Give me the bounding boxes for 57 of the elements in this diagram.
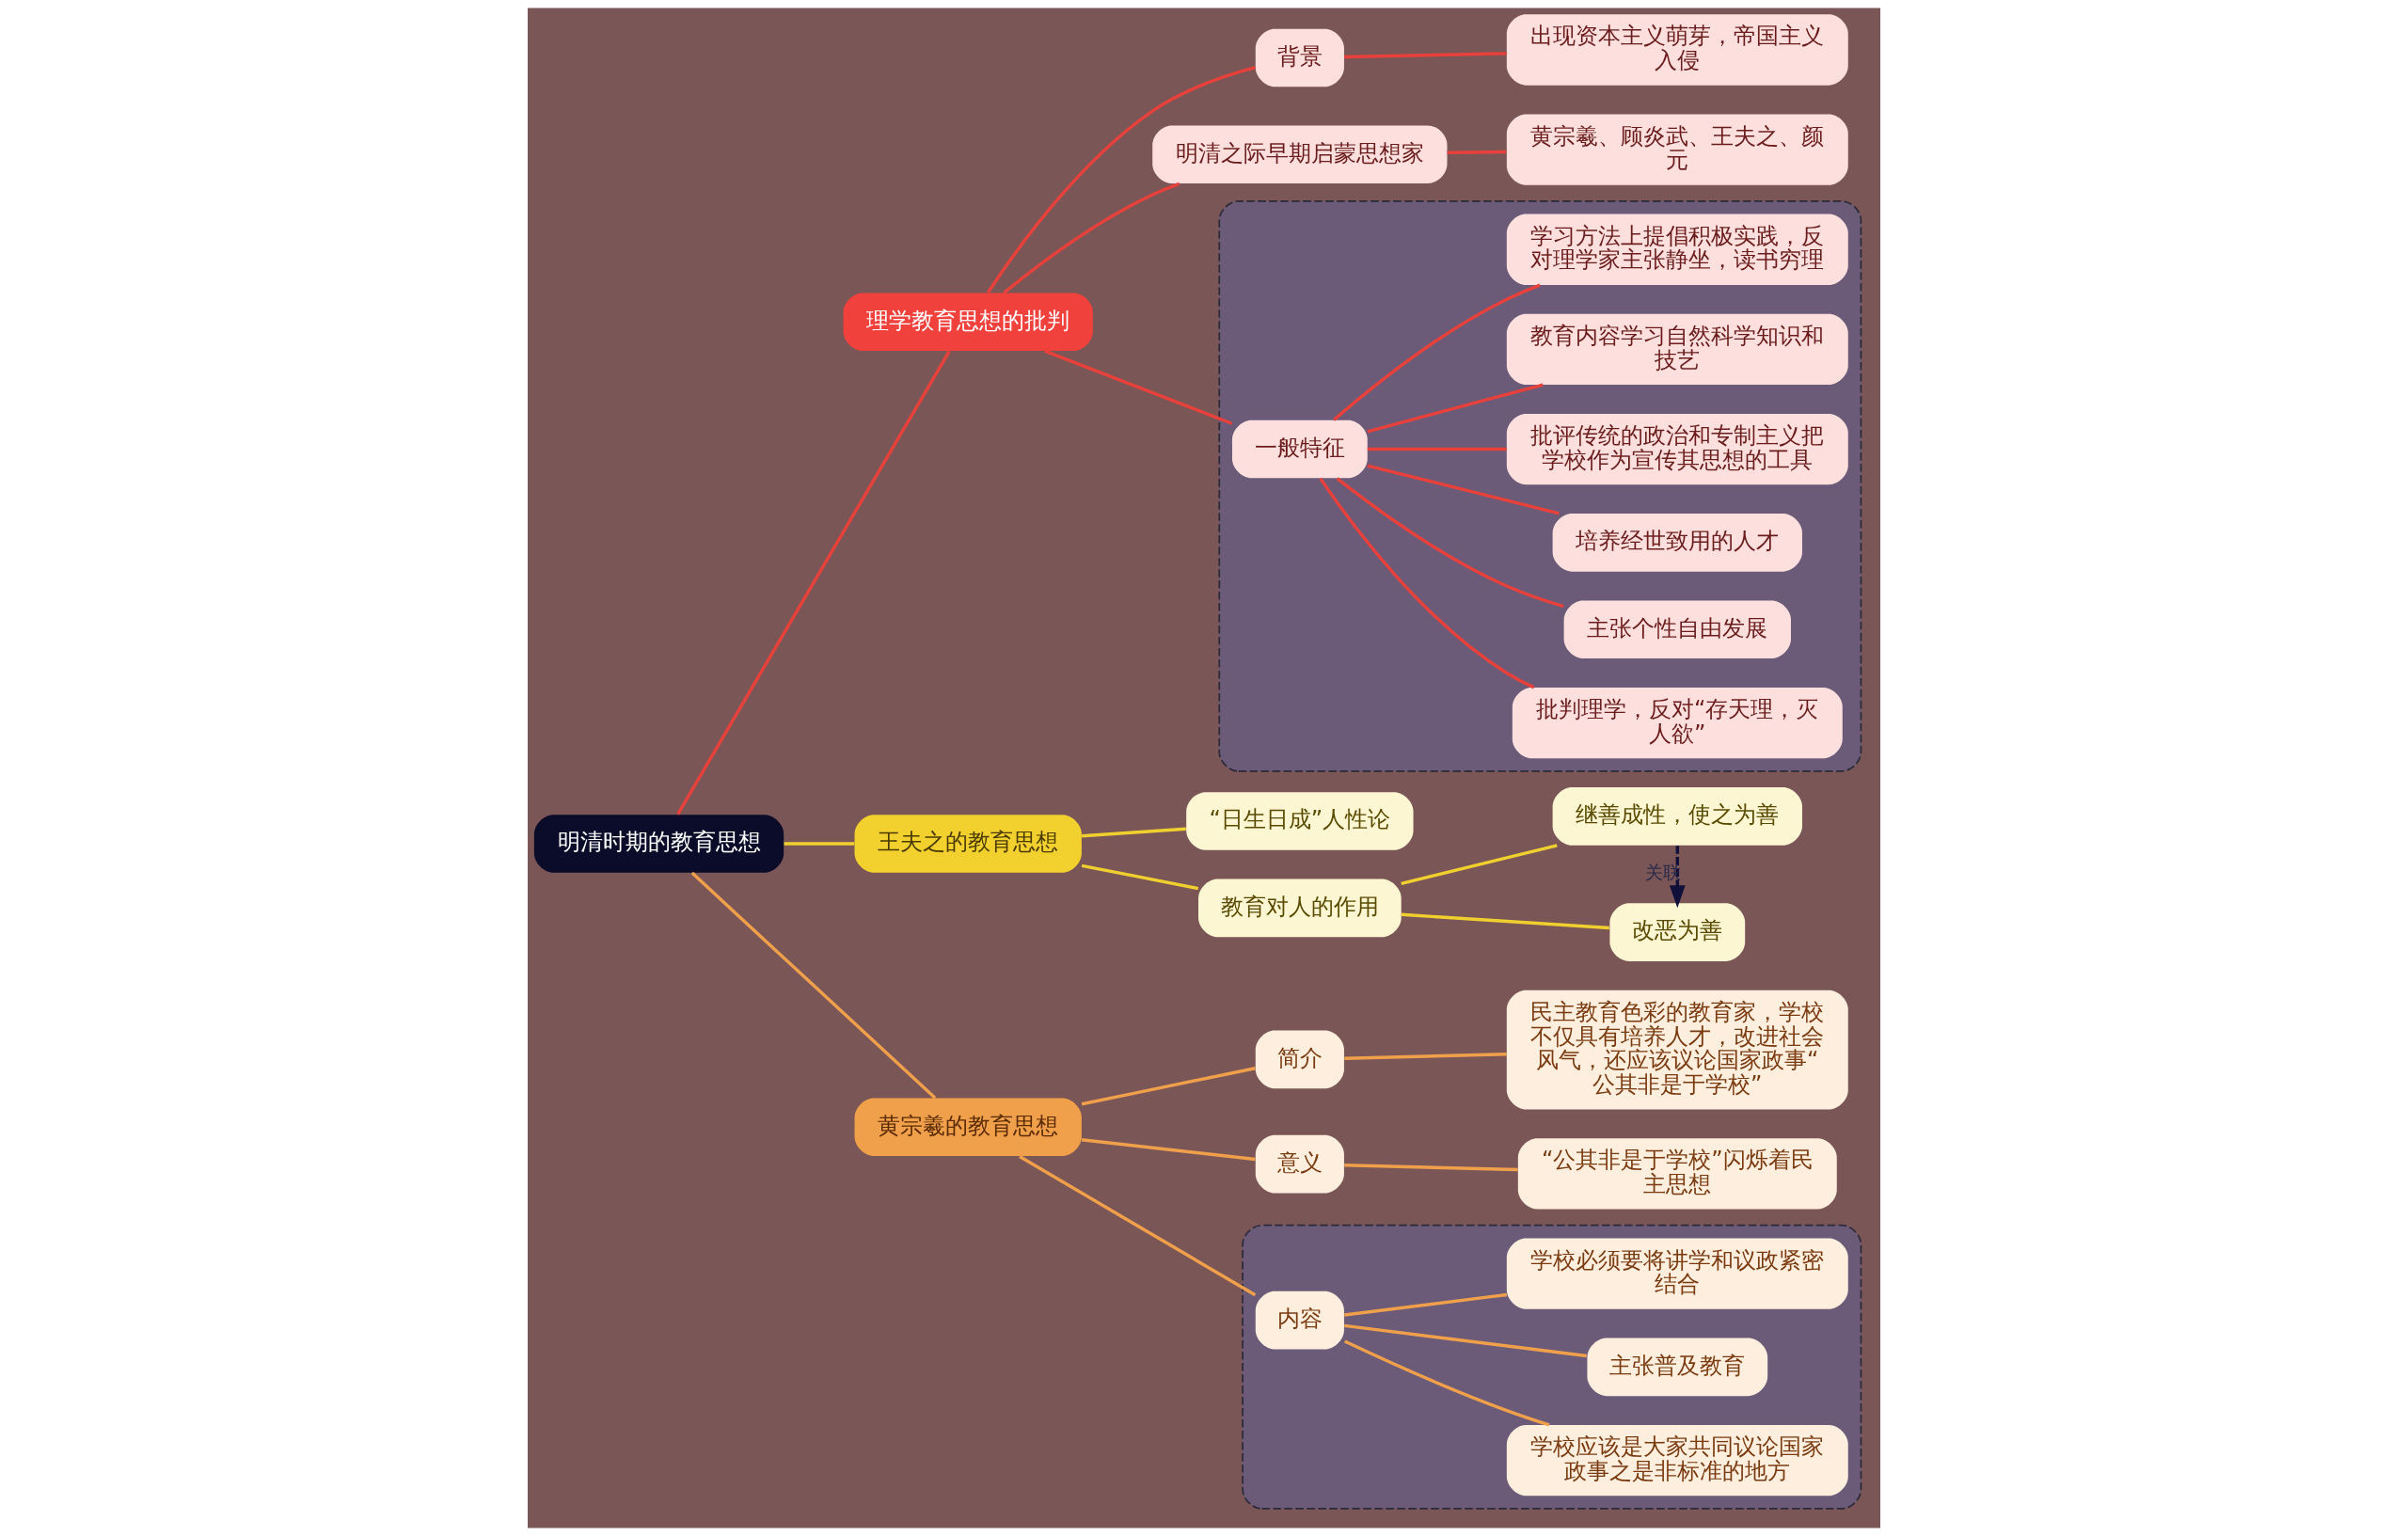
connector (1344, 1323, 1587, 1358)
cluster (1218, 200, 1862, 772)
connector (676, 350, 951, 816)
node-box: 出现资本主义萌芽，帝国主义入侵 (1506, 14, 1848, 86)
connector (1336, 477, 1564, 609)
node-box: 简介 (1255, 1030, 1344, 1089)
node-box: 背景 (1255, 28, 1344, 87)
node-box: 学校应该是大家共同议论国家政事之是非标准的地方 (1506, 1424, 1848, 1496)
node-box: 继善成性，使之为善 (1552, 787, 1802, 846)
connector (1044, 349, 1233, 425)
node-box: 主张普及教育 (1587, 1338, 1768, 1397)
node-box: 王夫之的教育思想 (854, 815, 1082, 873)
connector (986, 66, 1257, 293)
cluster (1242, 1224, 1862, 1510)
node-box: 教育内容学习自然科学知识和技艺 (1506, 313, 1848, 386)
connector (1344, 52, 1507, 59)
node-box: 学习方法上提倡积极实践，反对理学家主张静坐，读书穷理 (1506, 214, 1848, 285)
connector (1447, 150, 1507, 154)
connector (1333, 283, 1541, 421)
connector (1367, 464, 1560, 515)
connector (1367, 447, 1507, 451)
edge-label: 关联 (1644, 863, 1681, 883)
connector (1344, 1339, 1550, 1427)
node-box: 明清时期的教育思想 (533, 815, 784, 873)
node-box: 主张个性自由发展 (1563, 600, 1791, 659)
node-box: 意义 (1255, 1134, 1344, 1194)
connector (1344, 1164, 1518, 1172)
node-box: 黄宗羲的教育思想 (854, 1098, 1082, 1157)
node-box: 培养经世致用的人才 (1552, 514, 1802, 572)
arrow (1669, 846, 1686, 909)
node-box: 理学教育思想的批判 (843, 293, 1093, 352)
connector (1081, 1138, 1256, 1162)
node-box: 批评传统的政治和专制主义把学校作为宣传其思想的工具 (1506, 413, 1848, 485)
connector (1401, 844, 1558, 886)
node-box: 明清之际早期启蒙思想家 (1152, 125, 1448, 184)
node-box: 民主教育色彩的教育家，学校不仅具有培养人才，改进社会风气，还应该议论国家政事“公其非是于学校” (1506, 990, 1848, 1110)
node-box: 批判理学，反对“存天理，灭人欲” (1512, 687, 1843, 759)
node-box: 内容 (1255, 1291, 1344, 1350)
connector (1081, 1067, 1256, 1106)
node-box: 学校必须要将讲学和议政紧密结合 (1506, 1238, 1848, 1309)
connector (1003, 182, 1180, 294)
connector (1019, 1155, 1257, 1297)
connector (1081, 863, 1199, 891)
connector (1344, 1053, 1507, 1060)
connector (1401, 912, 1609, 930)
connector (1367, 383, 1544, 434)
node-box: 教育对人的作用 (1198, 879, 1402, 938)
node-box: “日生日成”人性论 (1186, 792, 1414, 850)
node-box: 一般特征 (1231, 420, 1368, 479)
connector (690, 871, 937, 1100)
node-box: “公其非是于学校”闪烁着民主思想 (1517, 1138, 1837, 1210)
connector (1082, 827, 1186, 838)
connector (1344, 1292, 1508, 1317)
node-box: 黄宗羲、顾炎武、王夫之、颜元 (1506, 114, 1848, 185)
connector (784, 842, 855, 846)
node-box: 改恶为善 (1609, 903, 1746, 961)
connector (1319, 477, 1535, 689)
